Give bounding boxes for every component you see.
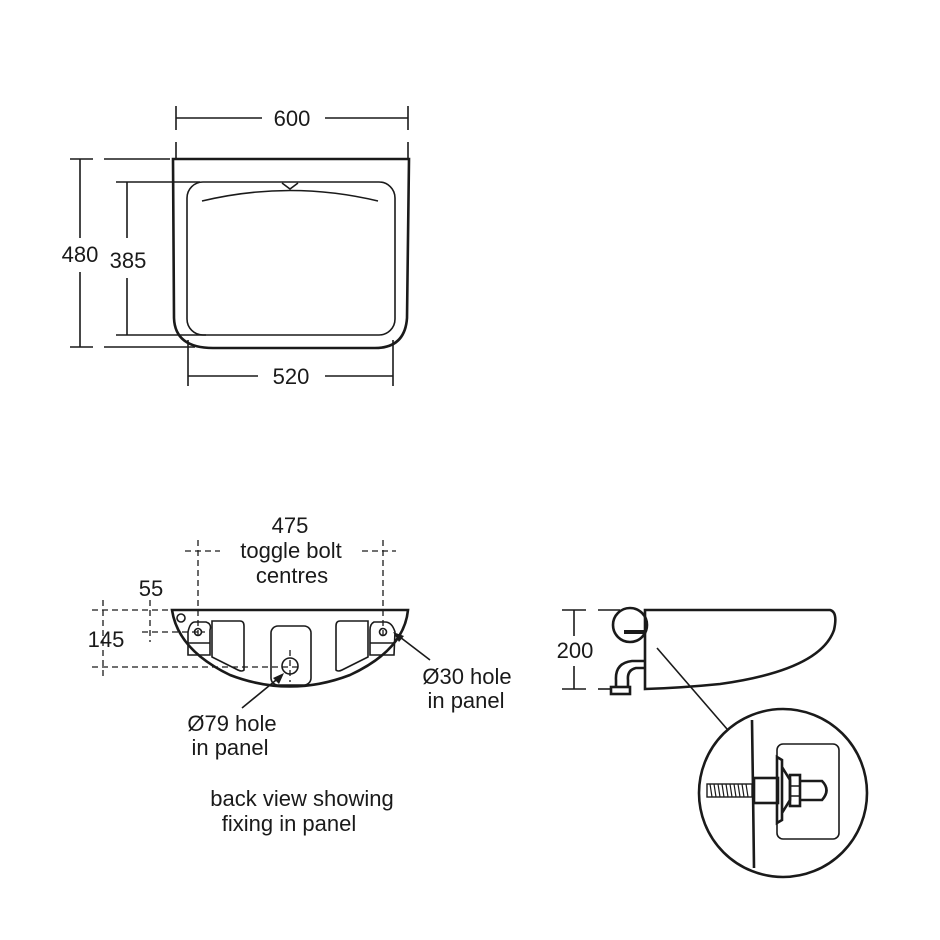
dim-385-label: 385	[110, 248, 147, 273]
waste-trap	[614, 659, 645, 688]
left-pocket	[211, 620, 245, 672]
toggle-plate	[776, 743, 840, 840]
dim-145-label: 145	[88, 627, 125, 652]
dimension-520: 520	[187, 340, 394, 389]
dimension-385: 385	[110, 181, 206, 336]
nut	[788, 773, 802, 808]
bowl-outline	[186, 181, 396, 336]
hole30-line2: in panel	[427, 688, 504, 713]
back-view: 475 toggle bolt centres 55 145 Ø30 hole …	[88, 513, 512, 836]
basin-outline	[171, 157, 411, 350]
spacer	[752, 776, 780, 805]
bolt-centres-line2: centres	[256, 563, 328, 588]
dim-480-label: 480	[62, 242, 99, 267]
overflow-curve	[201, 189, 379, 202]
dim-200-label: 200	[557, 638, 594, 663]
dim-475-label: 475	[272, 513, 309, 538]
right-bracket	[369, 621, 396, 656]
dimension-600: 600	[175, 106, 409, 158]
bolt-centres-line1: toggle bolt	[240, 538, 342, 563]
caption-line1: back view showing	[210, 786, 393, 811]
detail-leader	[656, 647, 728, 730]
detail-circle-marker	[611, 606, 649, 644]
bolt-end	[800, 779, 828, 802]
caption-line2: fixing in panel	[222, 811, 357, 836]
right-pocket	[335, 620, 369, 672]
side-view: 200	[557, 606, 869, 879]
dim-600-label: 600	[274, 106, 311, 131]
small-hole	[176, 613, 186, 623]
side-outline	[643, 608, 837, 691]
dim-520-label: 520	[273, 364, 310, 389]
dim-55-label: 55	[139, 576, 163, 601]
hole79-line1: Ø79 hole	[187, 711, 276, 736]
dimension-480: 480	[62, 158, 195, 348]
arrow-head	[393, 632, 404, 642]
trap-base	[609, 685, 632, 696]
hole79-line2: in panel	[191, 735, 268, 760]
arrow-head	[273, 673, 284, 684]
hole30-line1: Ø30 hole	[422, 664, 511, 689]
detail-view	[697, 707, 869, 879]
left-bracket	[187, 621, 212, 656]
bolt-thread-icon	[706, 783, 753, 798]
centre-pocket	[270, 625, 312, 686]
overflow-notch	[281, 182, 299, 190]
top-view: 600 480 385 520	[62, 106, 411, 389]
